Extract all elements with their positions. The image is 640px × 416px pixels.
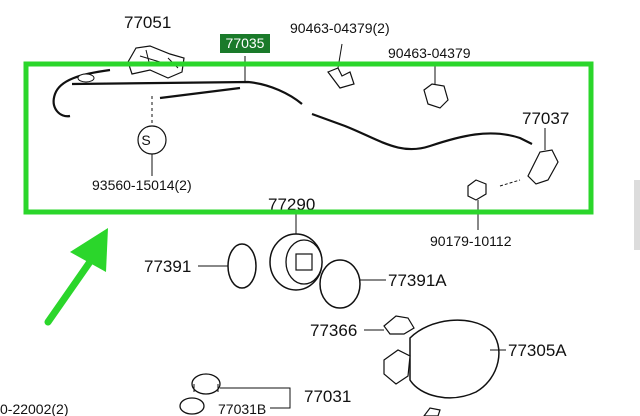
clip-90463-04379 (423, 62, 449, 109)
part-bottom-right (423, 407, 441, 416)
label-77290: 77290 (268, 195, 315, 214)
label-90179-10112: 90179-10112 (430, 233, 512, 249)
label-93560-15014-2: 93560-15014(2) (92, 177, 192, 193)
right-edge-panel (634, 180, 640, 250)
highlight-box (23, 61, 594, 215)
housing-77290 (269, 212, 323, 291)
nut-90179 (467, 179, 487, 230)
label-90463-04379: 90463-04379 (388, 45, 471, 61)
cable-77035 (52, 56, 533, 151)
label-77366: 77366 (310, 321, 357, 340)
label-box-77035 (220, 34, 270, 53)
ring-77391a (319, 259, 386, 309)
s-marker-text: S (141, 132, 150, 148)
label-77035: 77035 (226, 35, 265, 51)
s-marker (137, 96, 167, 176)
label-77031b: 77031B (218, 401, 266, 416)
label-77037: 77037 (522, 109, 569, 128)
cap-77031 (179, 373, 291, 415)
label-77391a: 77391A (388, 271, 447, 290)
hinge-77366 (364, 315, 415, 335)
label-77051: 77051 (124, 13, 171, 32)
ring-77391 (198, 243, 257, 289)
label-77305a: 77305A (508, 341, 567, 360)
highlight-arrow (44, 228, 108, 326)
label-77031: 77031 (304, 387, 351, 406)
label-90463-04379-2: 90463-04379(2) (290, 20, 390, 36)
fuel-door-77305a (383, 319, 506, 399)
label-77391: 77391 (144, 257, 191, 276)
lever-77037 (499, 128, 559, 187)
label-22002-2: 0-22002(2) (0, 401, 69, 416)
